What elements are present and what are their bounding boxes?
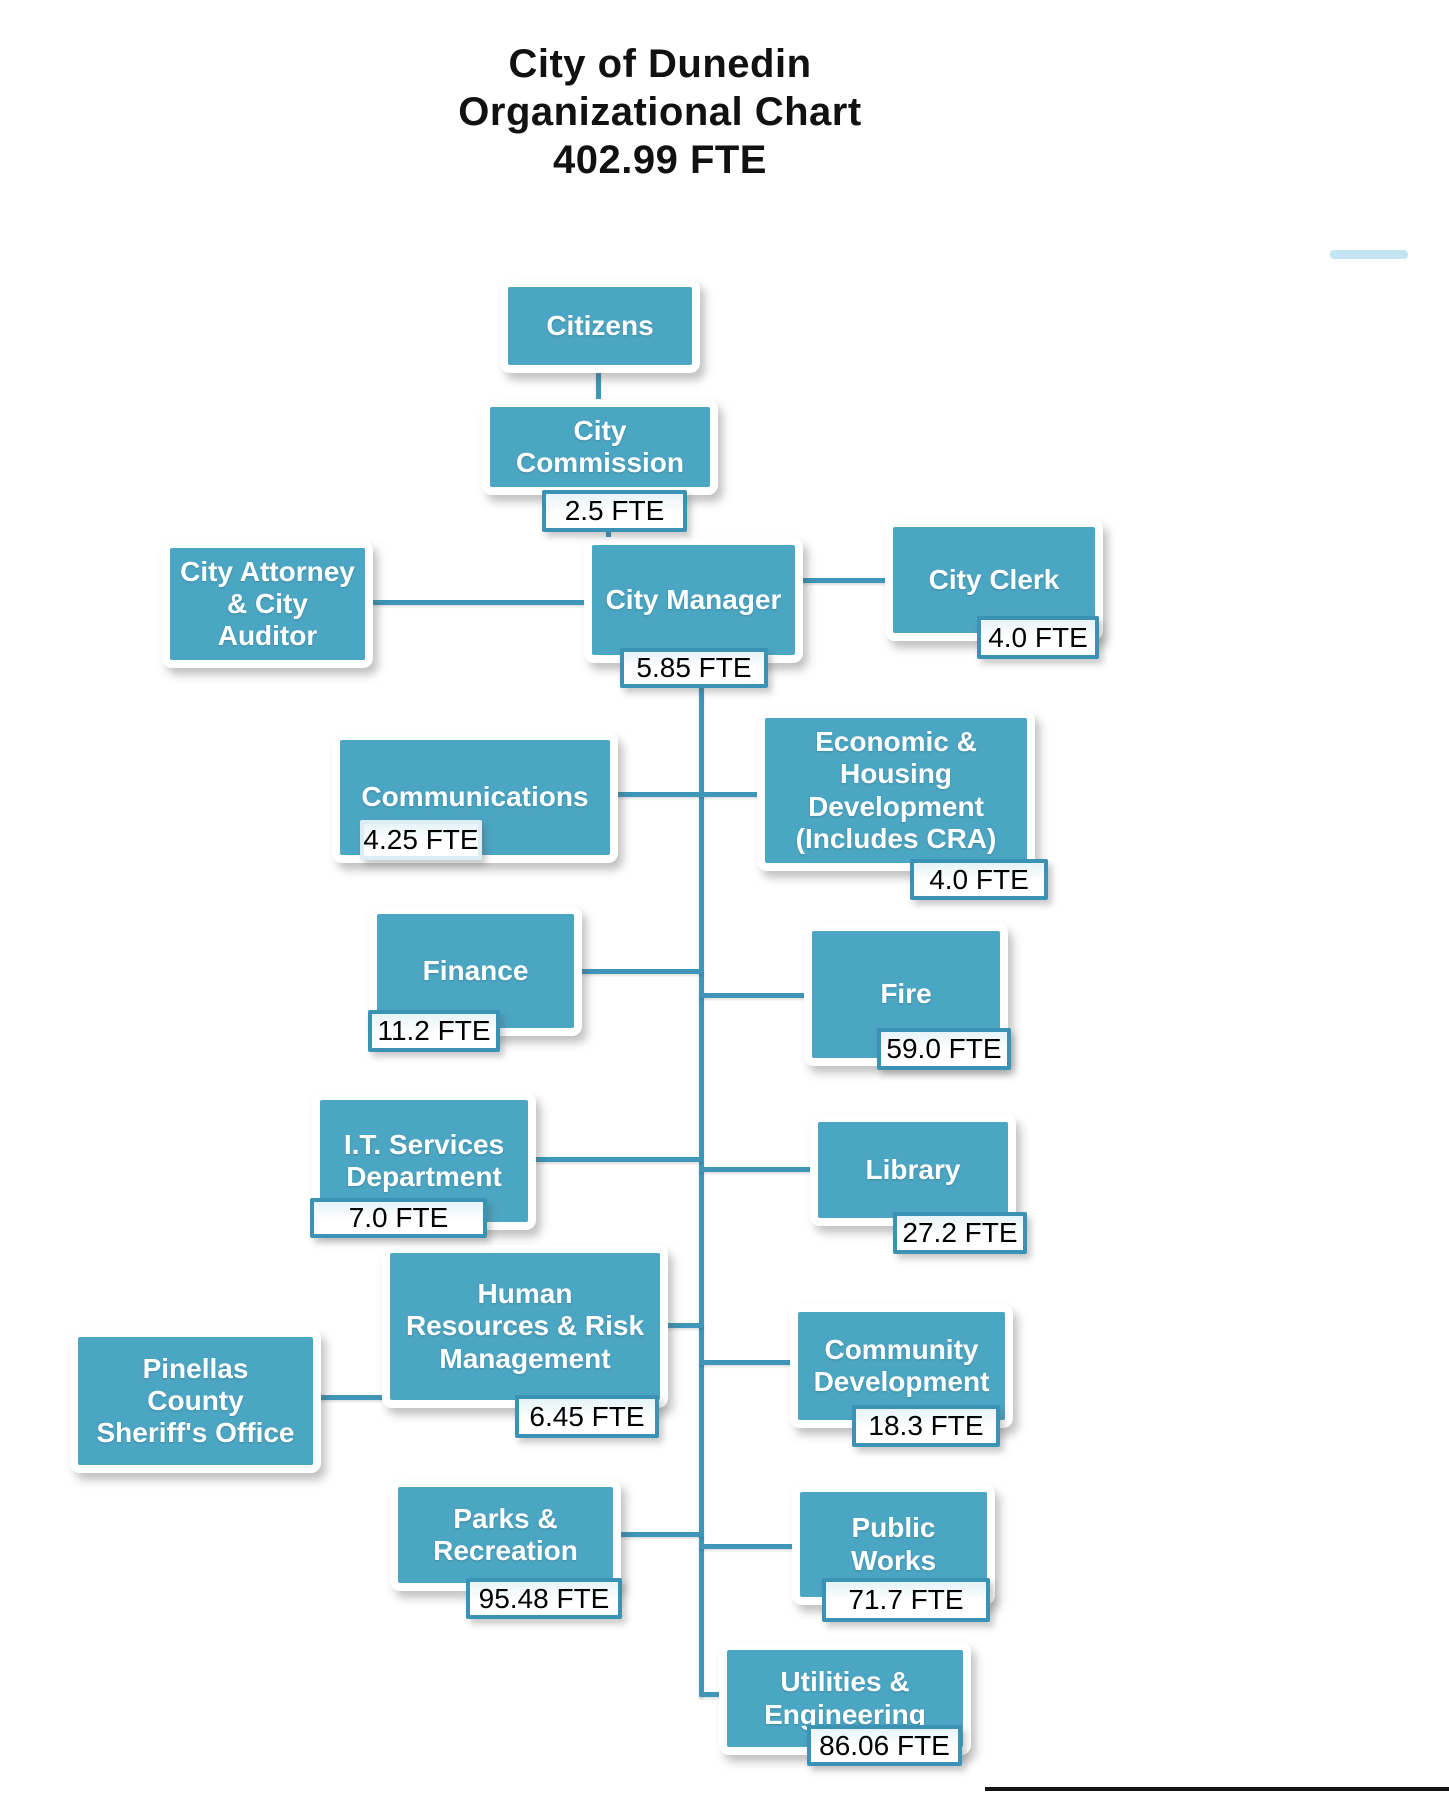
org-node-city-manager-fill: City Manager xyxy=(592,545,795,655)
fte-badge-city-manager: 5.85 FTE xyxy=(620,648,768,688)
connector-human-resources xyxy=(658,1323,704,1328)
connector-library xyxy=(699,1167,819,1172)
org-node-economic-housing-label: Economic & Housing Development (Includes… xyxy=(795,726,997,854)
org-node-city-attorney: City Attorney & City Auditor xyxy=(162,540,373,668)
fte-value-it-services: 7.0 FTE xyxy=(348,1202,449,1233)
chart-title: City of Dunedin Organizational Chart 402… xyxy=(458,42,862,182)
fte-badge-communications: 4.25 FTE xyxy=(360,820,482,860)
fte-badge-finance: 11.2 FTE xyxy=(368,1010,500,1052)
org-node-citizens-fill: Citizens xyxy=(508,287,692,365)
org-node-utilities-engineering-fill: Utilities & Engineering xyxy=(727,1650,963,1747)
org-node-city-manager: City Manager xyxy=(584,537,803,663)
org-node-city-commission-label: City Commission xyxy=(515,414,685,478)
connector-communications-economic xyxy=(608,792,766,797)
fte-value-fire: 59.0 FTE xyxy=(886,1033,1002,1064)
fte-value-city-manager: 5.85 FTE xyxy=(636,652,752,683)
fte-value-utilities-engineering: 86.06 FTE xyxy=(819,1729,950,1761)
fte-badge-parks-recreation: 95.48 FTE xyxy=(466,1578,622,1619)
org-node-communications-label: Communications xyxy=(361,781,589,813)
org-node-city-clerk-fill: City Clerk xyxy=(893,527,1095,633)
org-node-city-commission-fill: City Commission xyxy=(490,407,710,487)
org-node-city-attorney-fill: City Attorney & City Auditor xyxy=(170,548,365,660)
scan-artifact-bottom-line xyxy=(985,1787,1449,1791)
connector-parks xyxy=(611,1532,704,1537)
fte-badge-community-development: 18.3 FTE xyxy=(852,1405,1000,1447)
org-node-utilities-engineering: Utilities & Engineering xyxy=(719,1642,971,1755)
fte-badge-human-resources: 6.45 FTE xyxy=(515,1395,659,1438)
connector-utilities-elbow xyxy=(699,1692,729,1697)
fte-value-city-clerk: 4.0 FTE xyxy=(988,621,1088,653)
fte-value-parks-recreation: 95.48 FTE xyxy=(478,1582,610,1614)
org-node-library-label: Library xyxy=(865,1153,961,1185)
fte-value-library: 27.2 FTE xyxy=(902,1217,1018,1248)
org-node-community-development-fill: Community Development xyxy=(798,1312,1005,1420)
connector-fire xyxy=(699,993,813,998)
org-node-pinellas-sheriff-fill: Pinellas County Sheriff's Office xyxy=(78,1337,313,1465)
org-node-library: Library xyxy=(810,1114,1016,1226)
org-node-parks-recreation: Parks & Recreation xyxy=(390,1479,621,1591)
fte-badge-economic-housing: 4.0 FTE xyxy=(910,859,1048,900)
scan-artifact-blue-dash xyxy=(1330,250,1408,259)
connector-citizens-commission xyxy=(596,363,601,411)
fte-value-city-commission: 2.5 FTE xyxy=(564,495,665,526)
connector-it-services xyxy=(526,1157,704,1162)
fte-badge-it-services: 7.0 FTE xyxy=(310,1198,487,1238)
connector-community-development xyxy=(699,1360,799,1365)
org-node-public-works-label: Public Works xyxy=(850,1512,937,1576)
org-node-city-attorney-label: City Attorney & City Auditor xyxy=(180,555,355,652)
connector-sheriff-hr xyxy=(311,1395,391,1400)
org-node-pinellas-sheriff-label: Pinellas County Sheriff's Office xyxy=(96,1352,295,1449)
connector-public-works xyxy=(699,1544,801,1549)
org-node-community-development-label: Community Development xyxy=(813,1333,990,1397)
fte-value-community-development: 18.3 FTE xyxy=(868,1410,984,1441)
fte-badge-library: 27.2 FTE xyxy=(893,1212,1027,1254)
org-node-fire-label: Fire xyxy=(880,978,932,1010)
org-node-citizens-label: Citizens xyxy=(546,309,654,341)
org-node-citizens: Citizens xyxy=(500,279,700,373)
org-node-library-fill: Library xyxy=(818,1122,1008,1218)
fte-value-human-resources: 6.45 FTE xyxy=(529,1400,645,1432)
org-node-human-resources: Human Resources & Risk Management xyxy=(382,1245,668,1408)
org-node-parks-recreation-fill: Parks & Recreation xyxy=(398,1487,613,1583)
org-node-city-manager-label: City Manager xyxy=(605,583,782,615)
fte-badge-fire: 59.0 FTE xyxy=(877,1028,1011,1070)
org-node-finance-fill: Finance xyxy=(377,914,574,1028)
org-node-parks-recreation-label: Parks & Recreation xyxy=(433,1502,578,1566)
org-node-finance-label: Finance xyxy=(422,954,529,986)
org-node-human-resources-label: Human Resources & Risk Management xyxy=(405,1278,645,1374)
connector-finance xyxy=(572,969,704,974)
connector-commission-manager xyxy=(606,522,611,549)
fte-value-economic-housing: 4.0 FTE xyxy=(929,863,1029,895)
fte-value-communications: 4.25 FTE xyxy=(363,824,479,855)
org-node-city-commission: City Commission xyxy=(482,399,718,495)
org-node-human-resources-fill: Human Resources & Risk Management xyxy=(390,1253,660,1400)
fte-badge-public-works: 71.7 FTE xyxy=(822,1578,990,1622)
fte-value-finance: 11.2 FTE xyxy=(377,1015,491,1046)
org-node-economic-housing: Economic & Housing Development (Includes… xyxy=(757,710,1035,871)
fte-badge-utilities-engineering: 86.06 FTE xyxy=(807,1725,962,1766)
org-node-it-services-label: I.T. Services Department xyxy=(343,1128,505,1192)
org-node-pinellas-sheriff: Pinellas County Sheriff's Office xyxy=(70,1329,321,1473)
fte-value-public-works: 71.7 FTE xyxy=(848,1584,964,1615)
fte-badge-city-commission: 2.5 FTE xyxy=(542,490,687,532)
connector-manager-clerk xyxy=(793,578,894,583)
connector-trunk-vertical xyxy=(699,674,704,1697)
fte-badge-city-clerk: 4.0 FTE xyxy=(977,616,1099,659)
org-node-utilities-engineering-label: Utilities & Engineering xyxy=(764,1666,926,1730)
org-node-city-clerk-label: City Clerk xyxy=(928,563,1060,595)
connector-attorney-manager xyxy=(363,600,592,605)
org-node-economic-housing-fill: Economic & Housing Development (Includes… xyxy=(765,718,1027,863)
